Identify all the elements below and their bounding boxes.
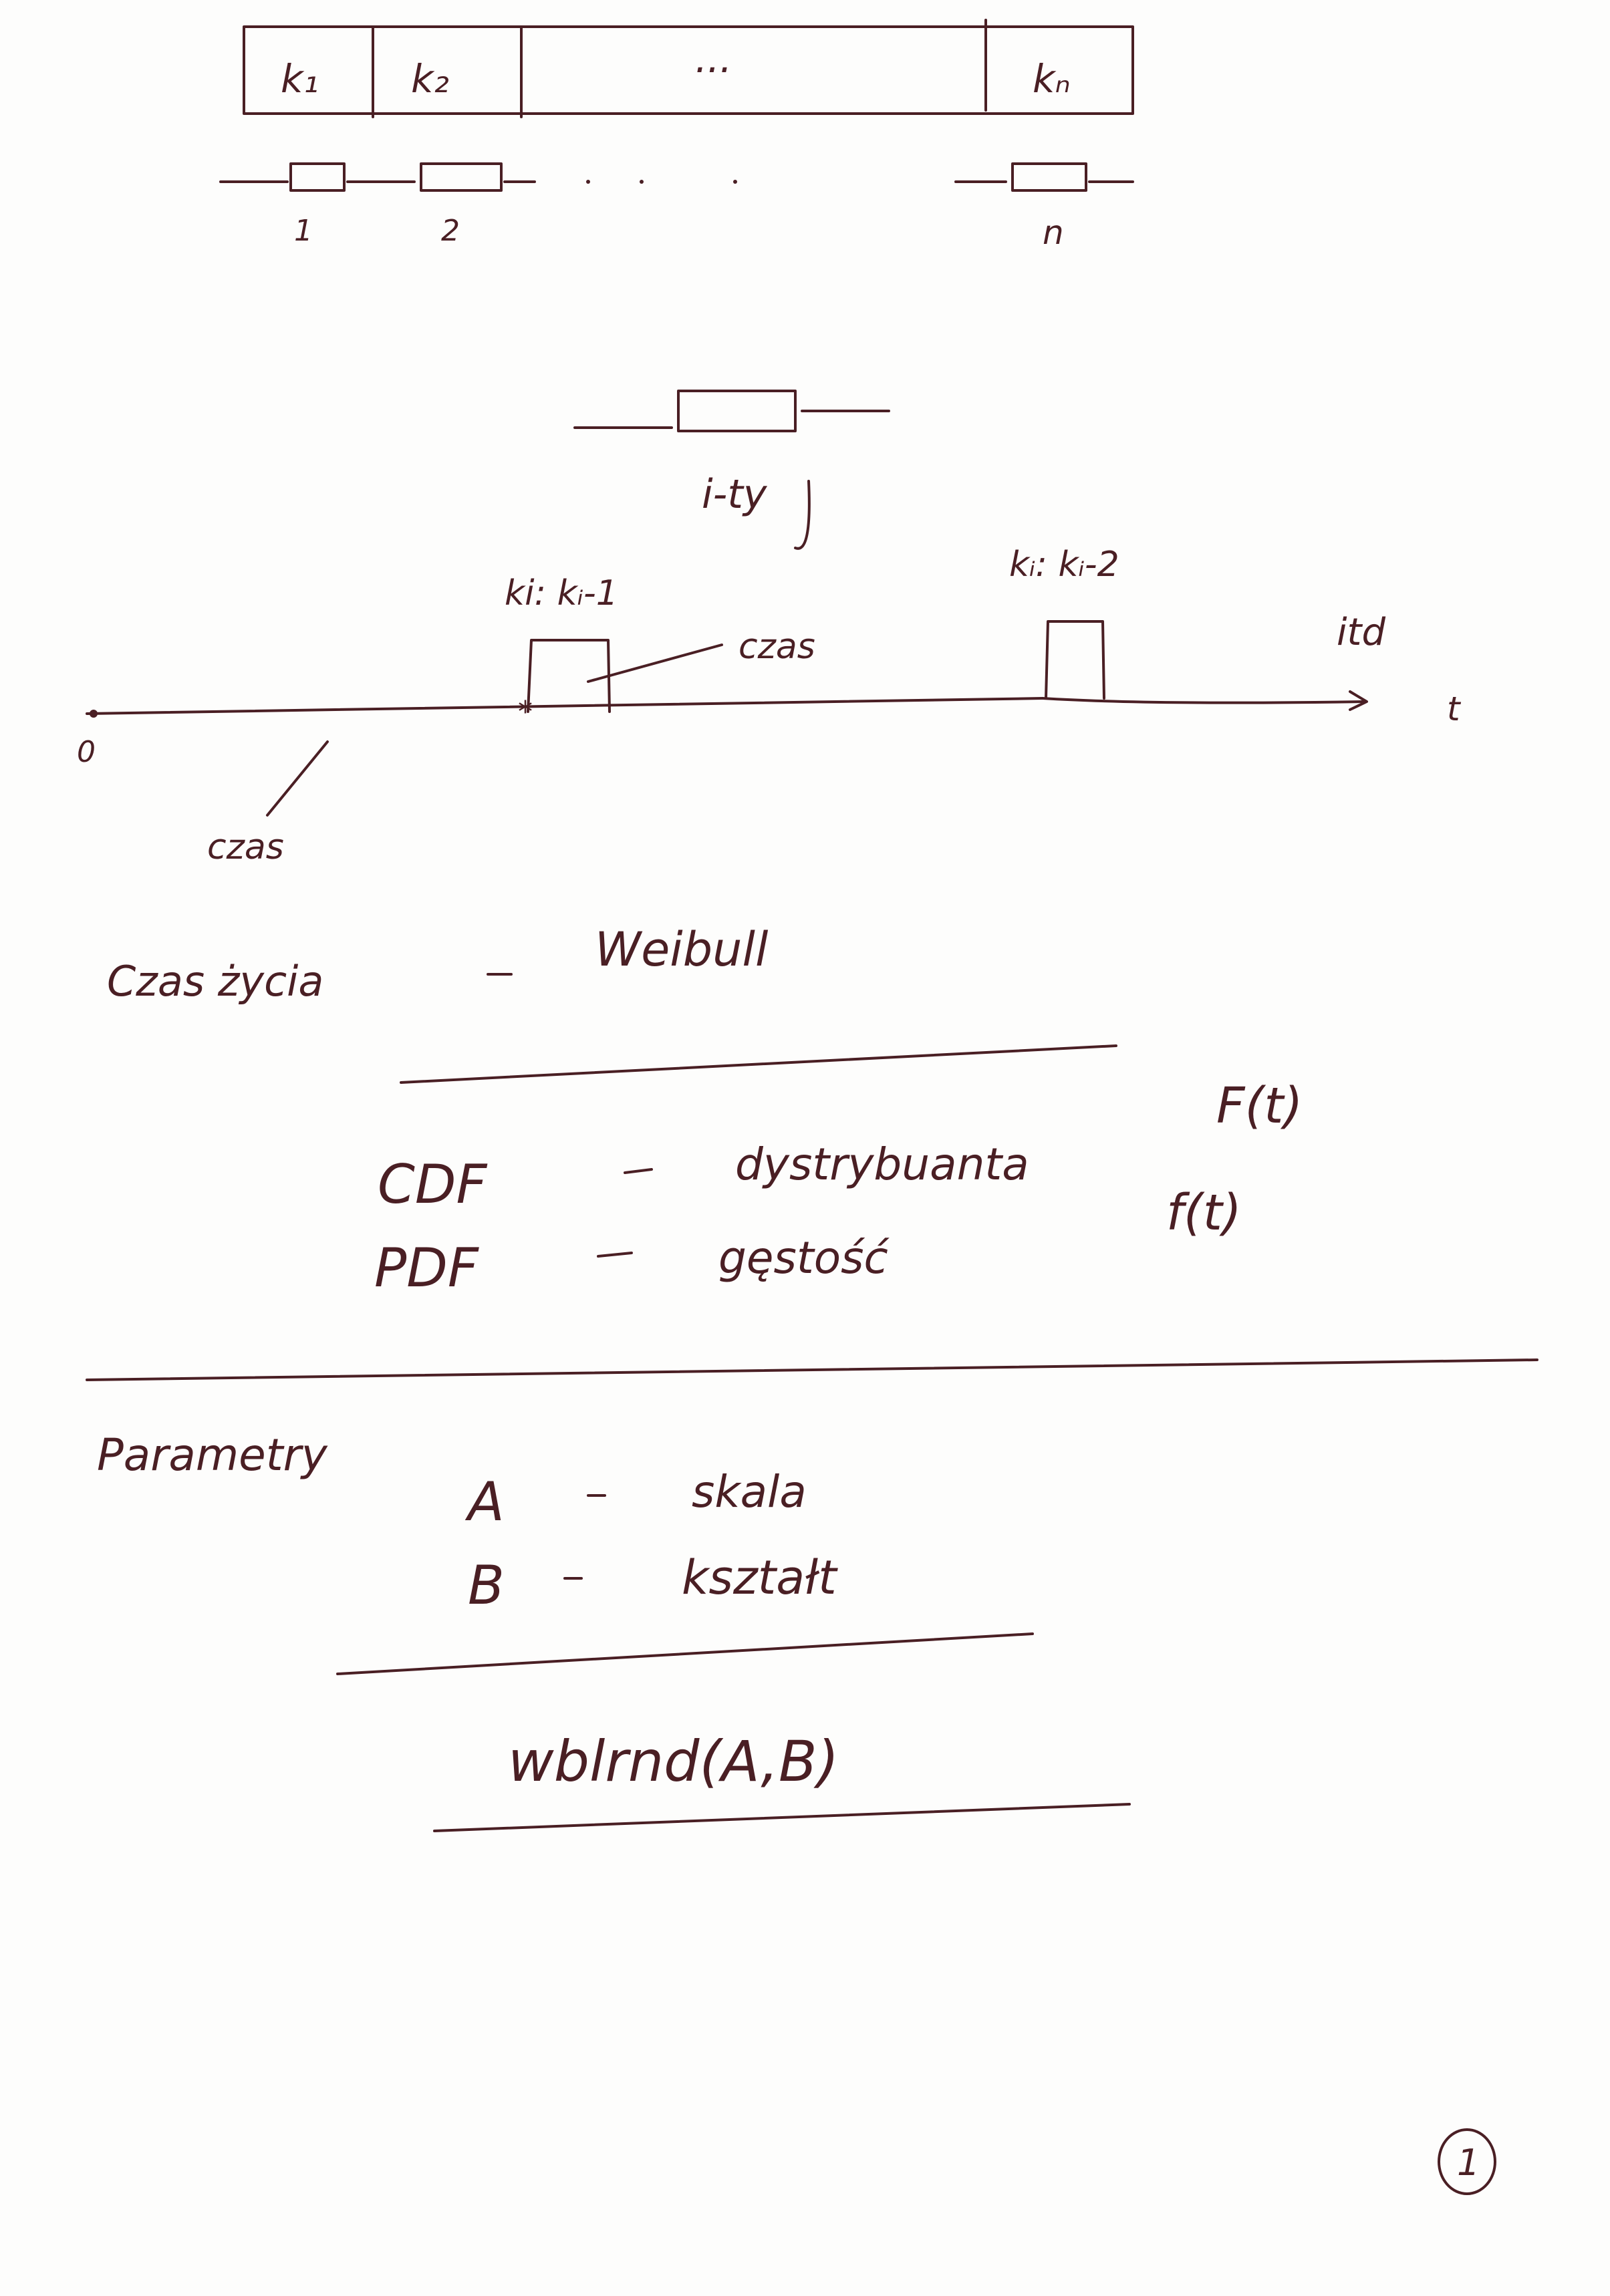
- box-label-k2: k₂: [411, 56, 449, 102]
- element-label-2: 2: [441, 214, 460, 248]
- timeline-axis-label: t: [1447, 690, 1462, 728]
- formula: wblrnd(A,B): [508, 1729, 839, 1794]
- box-label-ellipsis: ...: [695, 36, 732, 82]
- pdf-symbol: f(t): [1166, 1184, 1242, 1242]
- param-a-description: skala: [692, 1466, 807, 1518]
- pdf-label: PDF: [374, 1237, 479, 1299]
- formula-notes: wblrnd(A,B): [433, 1729, 1131, 1832]
- timeline: 0 t * ki: kᵢ-1 kᵢ: kᵢ-2 czas czas itd: [77, 545, 1462, 867]
- pdf-description: gęstość: [718, 1232, 890, 1284]
- ith-element-note: i-ty: [702, 471, 768, 518]
- distribution-name: Weibull: [595, 922, 769, 977]
- param-b-description: kształt: [682, 1550, 838, 1605]
- param-a-label: A: [464, 1471, 505, 1533]
- repair-1-label: ki: kᵢ-1: [505, 573, 618, 613]
- box-label-kn: kₙ: [1033, 56, 1071, 102]
- lifetime-notes: Czas życia Weibull: [107, 922, 1117, 1084]
- element-symbols-row: 1 2 n: [219, 162, 1134, 252]
- element-label-n: n: [1043, 213, 1064, 252]
- ith-element: i-ty: [573, 390, 890, 550]
- cdf-label: CDF: [378, 1153, 487, 1215]
- timeline-origin: 0: [77, 735, 96, 769]
- param-b-label: B: [468, 1554, 505, 1616]
- element-label-1: 1: [294, 214, 313, 248]
- lifetime-label: Czas życia: [107, 957, 323, 1006]
- continuation-label: itd: [1337, 611, 1386, 654]
- series-box-diagram: k₁ k₂ ... kₙ: [243, 19, 1134, 118]
- parameters-label: Parametry: [97, 1429, 328, 1481]
- work-label-2: czas: [207, 827, 284, 867]
- cdf-description: dystrybuanta: [735, 1139, 1029, 1190]
- repair-1-marker: *: [518, 695, 533, 729]
- cdf-pdf-notes: CDF dystrybuanta F(t) PDF gęstość f(t): [86, 1077, 1538, 1381]
- page-number-badge: 1: [1438, 2128, 1496, 2195]
- cdf-symbol: F(t): [1216, 1077, 1303, 1135]
- repair-2-label: kᵢ: kᵢ-2: [1009, 545, 1119, 585]
- work-label-1: czas: [739, 627, 815, 667]
- parameter-notes: Parametry A skala B kształt: [97, 1429, 1034, 1675]
- page-number: 1: [1457, 2142, 1480, 2184]
- box-label-k1: k₁: [281, 56, 319, 102]
